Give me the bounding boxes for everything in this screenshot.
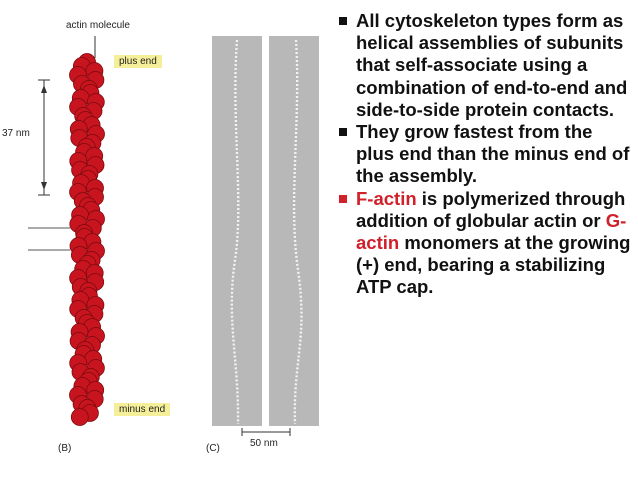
minus-end-label: minus end: [114, 403, 171, 416]
bullet-square-icon: [339, 128, 347, 137]
bullet-square-icon: [339, 17, 347, 25]
panel-c-label: (C): [206, 443, 220, 454]
micrograph-strip-left: [212, 36, 262, 426]
micrograph-strip-right: [269, 36, 319, 426]
actin-subunit-bead: [70, 408, 89, 426]
actin-helix: [69, 53, 105, 426]
actin-figure-graphics: [28, 36, 319, 436]
bullet-text-column: All cytoskeleton types form as helical a…: [336, 10, 632, 299]
actin-molecule-label: actin molecule: [66, 20, 130, 31]
bullet-square-icon: [339, 194, 347, 203]
actin-figure: actin molecule plus end minus end 37 nm …: [2, 20, 319, 454]
bullet-text-part: monomers at the growing (+) end, bearing…: [356, 232, 631, 298]
scale-37nm-label: 37 nm: [2, 128, 30, 139]
scale-50nm-label: 50 nm: [250, 438, 278, 449]
f-actin-term: F-actin: [356, 187, 417, 209]
bullet-item-1: All cytoskeleton types form as helical a…: [336, 10, 632, 121]
plus-end-label: plus end: [114, 55, 162, 68]
g-actin-term: G-actin: [356, 209, 627, 254]
bullet-text-part: is polymerized through addition of globu…: [356, 187, 626, 231]
bullet-text: All cytoskeleton types form as helical a…: [356, 10, 628, 120]
bullet-item-2: They grow fastest from the plus end than…: [336, 121, 632, 188]
panel-b-label: (B): [58, 443, 72, 454]
bullet-text: They grow fastest from the plus end than…: [356, 121, 630, 187]
bullet-item-3: F-actin is polymerized through addition …: [336, 188, 632, 299]
bullet-list: All cytoskeleton types form as helical a…: [336, 10, 632, 299]
